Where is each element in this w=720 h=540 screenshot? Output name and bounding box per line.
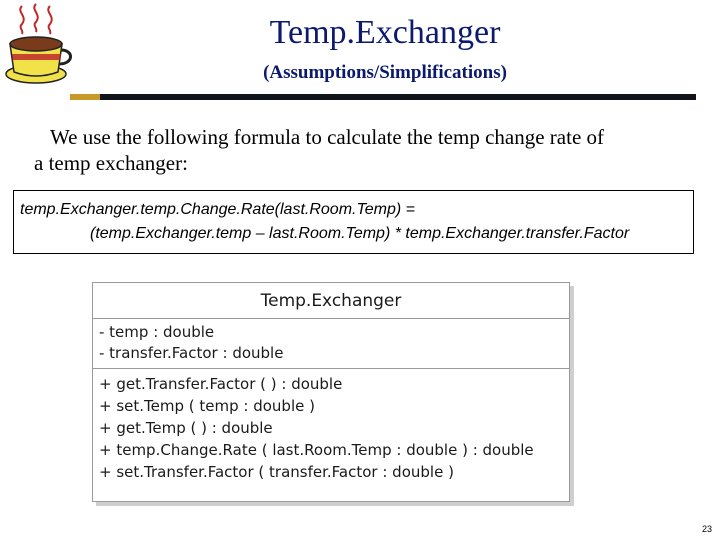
slide-title: Temp.Exchanger (269, 14, 501, 51)
title-divider (70, 94, 696, 100)
uml-operation: + get.Temp ( ) : double (99, 419, 273, 437)
uml-class-box: Temp.Exchanger - temp : double - transfe… (92, 282, 570, 502)
title-divider-accent (70, 94, 100, 100)
page-number: 23 (701, 524, 712, 534)
uml-attribute: - transfer.Factor : double (99, 344, 284, 362)
body-line-2: a temp exchanger: (34, 151, 188, 175)
uml-operation: + temp.Change.Rate ( last.Room.Temp : do… (99, 441, 534, 459)
uml-operation: + get.Transfer.Factor ( ) : double (99, 375, 343, 393)
formula-line-2: (temp.Exchanger.temp – last.Room.Temp) *… (90, 225, 630, 242)
uml-attributes: - temp : double - transfer.Factor : doub… (93, 319, 569, 369)
uml-attribute: - temp : double (99, 323, 215, 341)
formula-line-1: temp.Exchanger.temp.Change.Rate(last.Roo… (20, 201, 416, 218)
body-paragraph: We use the following formula to calculat… (34, 124, 704, 176)
uml-operation: + set.Temp ( temp : double ) (99, 397, 315, 415)
uml-operation: + set.Transfer.Factor ( transfer.Factor … (99, 463, 454, 481)
formula-box: temp.Exchanger.temp.Change.Rate(last.Roo… (13, 190, 694, 254)
coffee-cup-icon (0, 0, 80, 90)
body-line-1: We use the following formula to calculat… (50, 125, 605, 149)
uml-operations: + get.Transfer.Factor ( ) : double + set… (93, 369, 569, 483)
uml-class-name: Temp.Exchanger (93, 283, 569, 319)
slide-subtitle: (Assumptions/Simplifications) (263, 62, 507, 83)
